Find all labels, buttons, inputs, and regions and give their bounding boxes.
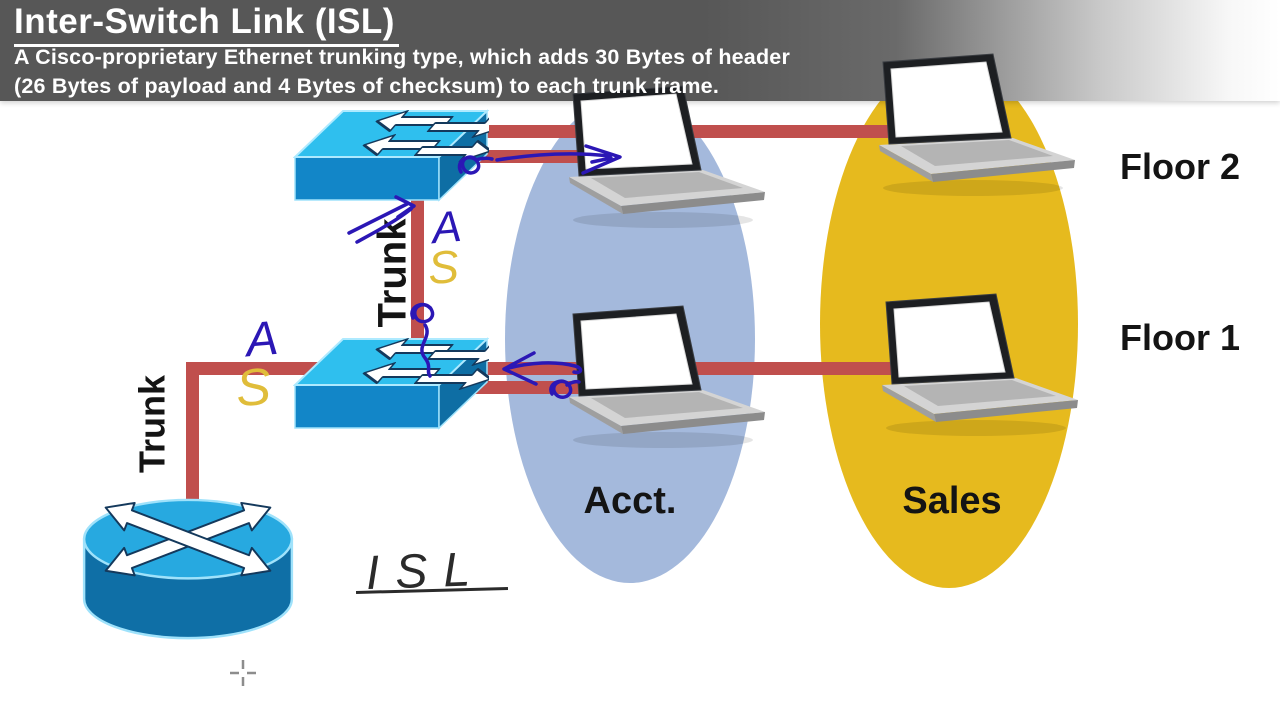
sales-zone-label: Sales	[902, 480, 1002, 522]
laptop-icon-sales-floor1	[866, 292, 1081, 442]
acct-zone-label: Acct.	[583, 480, 677, 522]
router-icon	[80, 498, 296, 645]
trunk-label-router-link: Trunk	[131, 375, 173, 474]
floor1-label: Floor 1	[1120, 317, 1241, 358]
crosshair-cursor-icon	[230, 660, 256, 686]
trunk-link-router-vertical	[186, 362, 199, 504]
trunk-label-switch-link: Trunk	[370, 218, 414, 328]
laptop-icon-acct-floor1	[553, 304, 768, 454]
handwritten-vlan-s-left: S	[234, 357, 273, 419]
switch-icon-floor2	[293, 107, 489, 203]
title-bar	[0, 0, 1280, 101]
handwritten-vlan-s-top: S	[426, 239, 461, 295]
laptop-icon-sales-floor2	[863, 52, 1078, 202]
floor2-label: Floor 2	[1120, 146, 1241, 187]
laptop-icon-acct-floor2	[553, 84, 768, 234]
